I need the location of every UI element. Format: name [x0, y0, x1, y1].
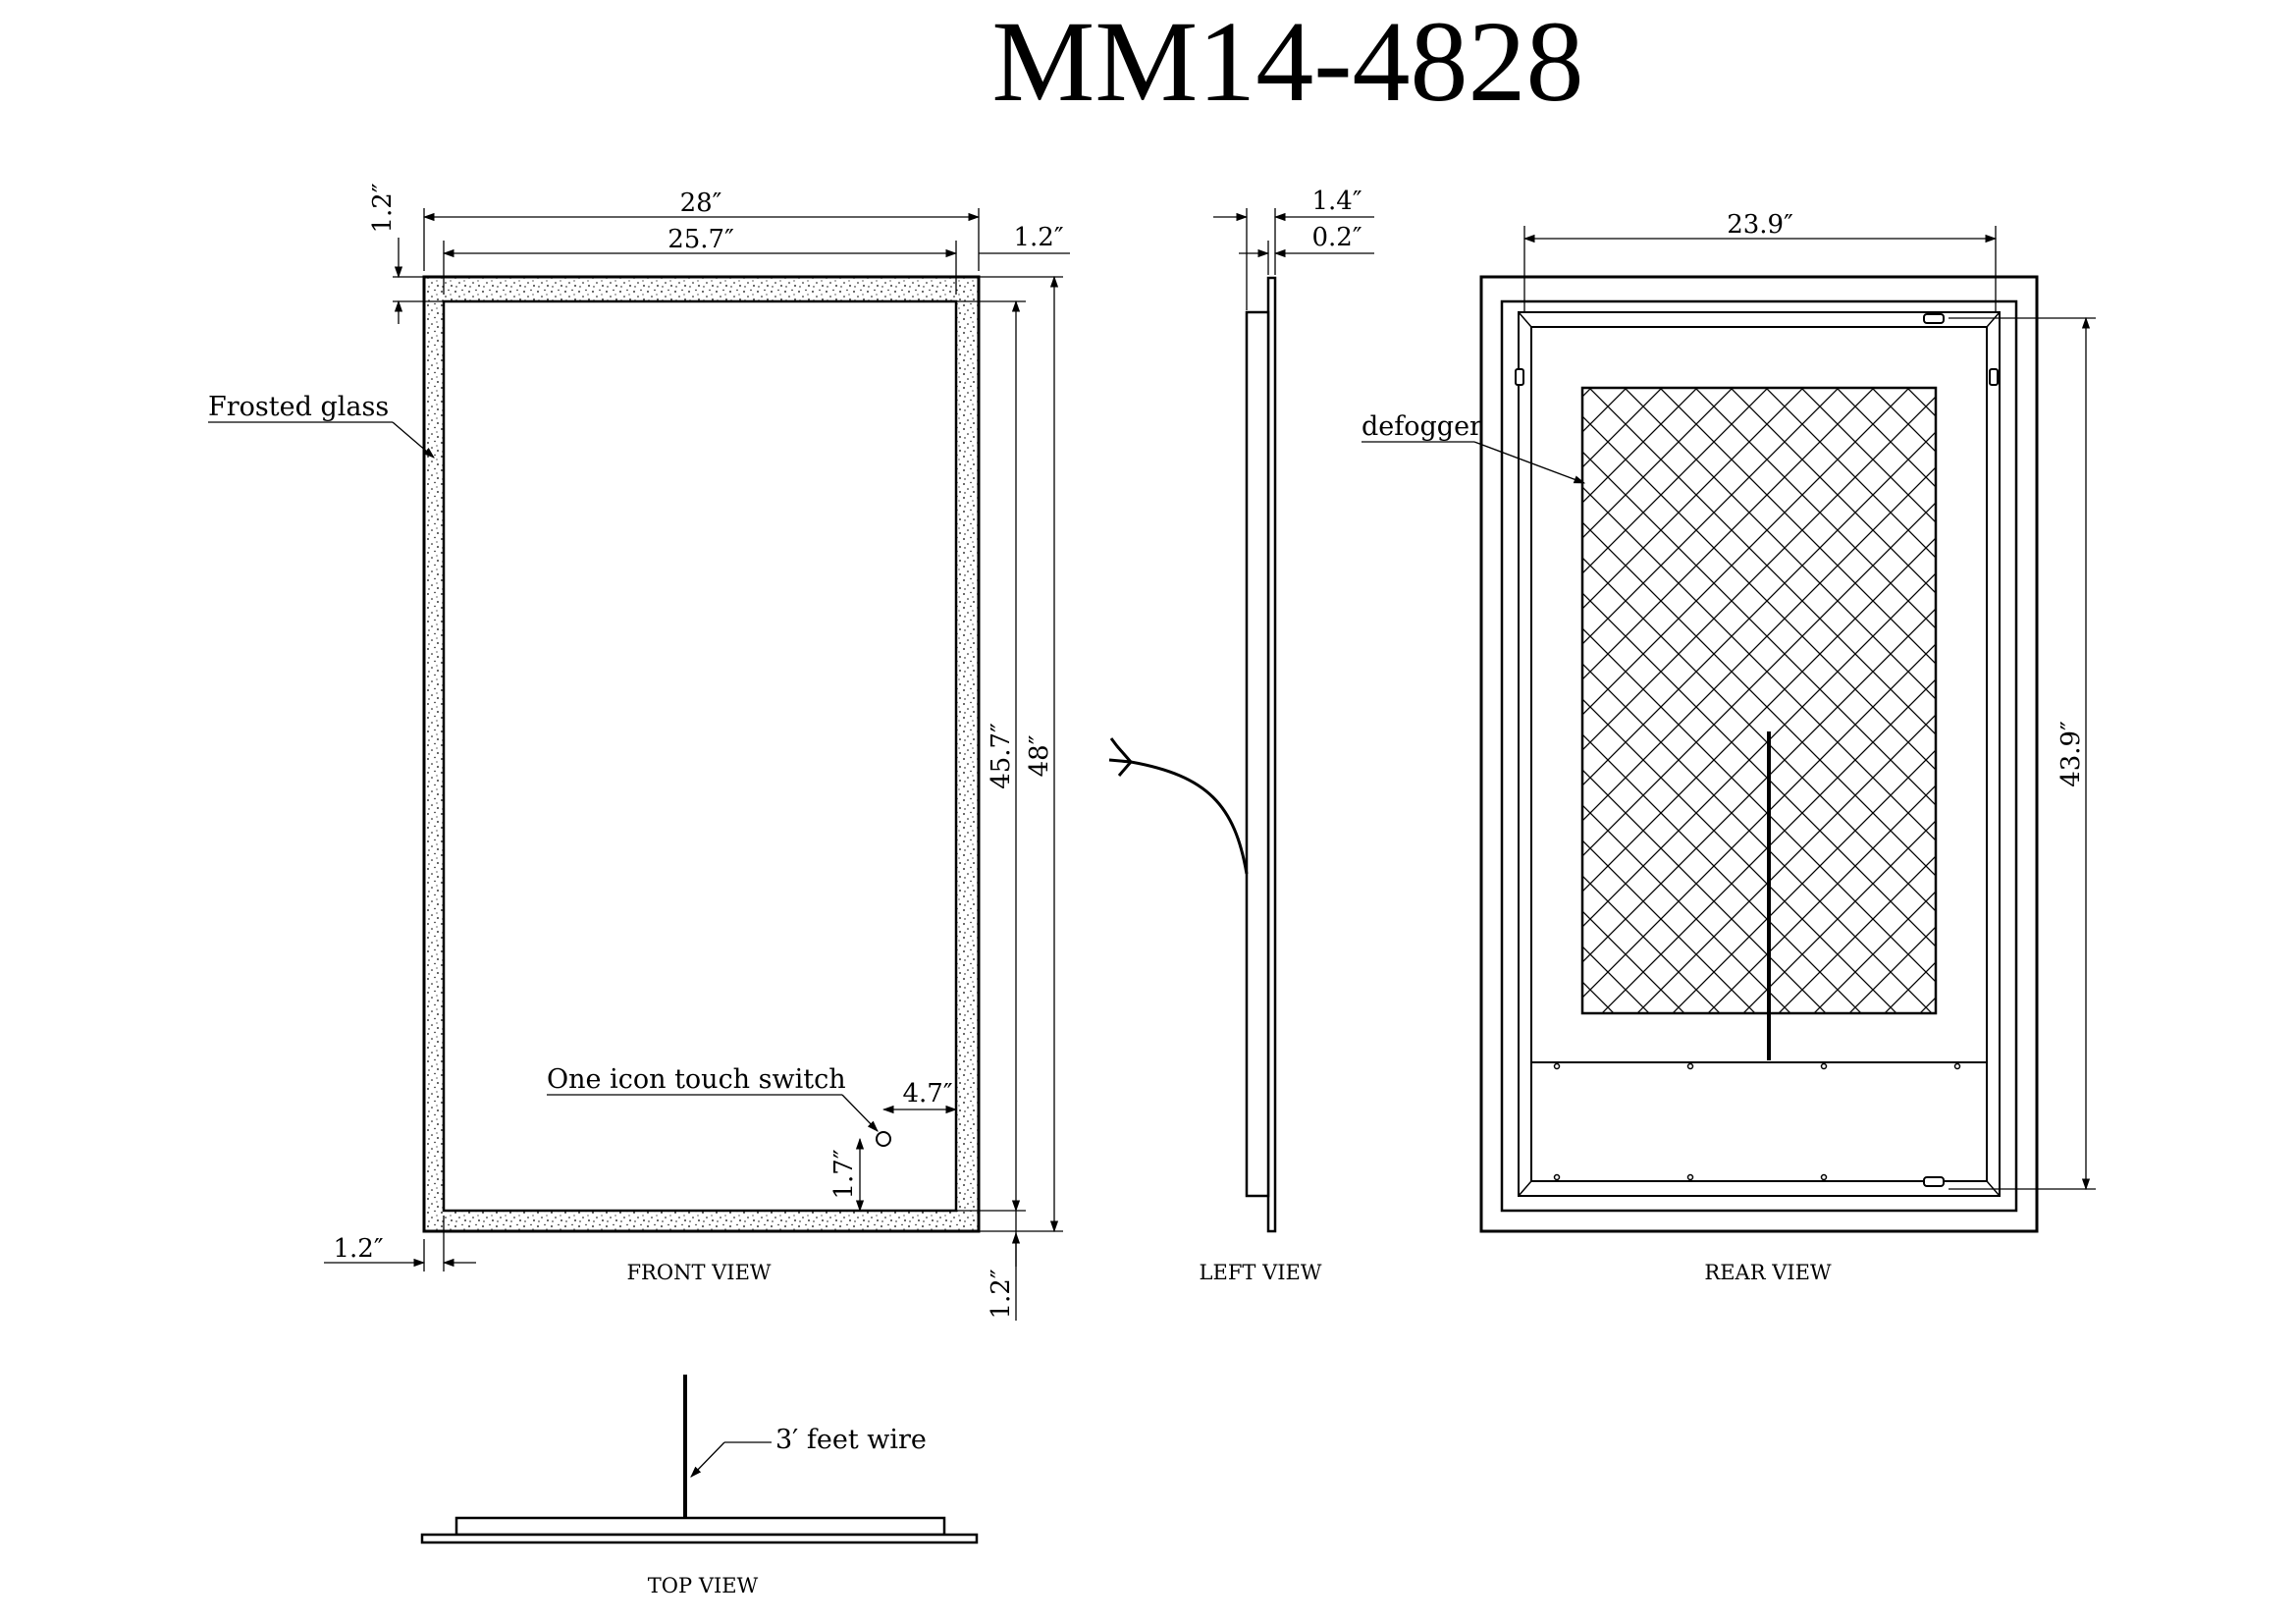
- clip-icon: [1515, 368, 1524, 386]
- front-view-caption: FRONT VIEW: [626, 1261, 771, 1284]
- dim-left-border: 1.2″: [333, 1234, 383, 1264]
- dim-bottom-border: 1.2″: [987, 1269, 1016, 1319]
- left-view: 1.4″ 0.2″ LEFT VIEW: [1108, 187, 1374, 1284]
- hook-icon: [1923, 313, 1945, 324]
- dim-top-border: 1.2″: [368, 183, 398, 233]
- screw-icon: [1820, 1173, 1828, 1181]
- top-view: 3′ feet wire TOP VIEW: [420, 1375, 979, 1597]
- touch-switch-label: One icon touch switch: [547, 1064, 846, 1095]
- front-view: 28″ 25.7″ 1.2″ 1.2″ 45.7″ 48″ 1.2″ 1: [208, 183, 1070, 1321]
- mirror-glass: [442, 299, 958, 1213]
- screw-icon: [1553, 1062, 1561, 1070]
- dim-right-border: 1.2″: [1013, 223, 1063, 252]
- top-frame: [454, 1516, 946, 1537]
- rear-view-caption: REAR VIEW: [1704, 1261, 1832, 1284]
- defogger-label: defogger: [1362, 411, 1482, 442]
- rear-view: 23.9″ 43.9″ defogger REAR VIEW: [1362, 210, 2096, 1284]
- power-cord: [1130, 760, 1249, 875]
- hook-icon: [1923, 1176, 1945, 1187]
- dim-overall-height: 48″: [1025, 734, 1054, 777]
- dim-switch-offset-y: 1.7″: [829, 1149, 859, 1199]
- dim-inner-height: 45.7″: [987, 723, 1016, 789]
- frosted-glass-label: Frosted glass: [208, 392, 389, 422]
- screw-icon: [1953, 1062, 1961, 1070]
- dim-inner-width: 25.7″: [667, 225, 734, 254]
- top-view-caption: TOP VIEW: [648, 1574, 759, 1597]
- dim-depth: 1.4″: [1311, 187, 1362, 216]
- screw-icon: [1553, 1173, 1561, 1181]
- screw-icon: [1686, 1062, 1694, 1070]
- wire-label: 3′ feet wire: [775, 1425, 927, 1455]
- screw-icon: [1820, 1062, 1828, 1070]
- left-view-caption: LEFT VIEW: [1200, 1261, 1322, 1284]
- lower-panel: [1530, 1061, 1988, 1182]
- drawing-title: MM14-4828: [991, 0, 1583, 126]
- frame-profile: [1245, 310, 1270, 1198]
- dim-overall-width: 28″: [680, 189, 722, 218]
- dim-glass: 0.2″: [1311, 223, 1362, 252]
- dim-switch-offset-x: 4.7″: [902, 1079, 952, 1109]
- dim-rear-height: 43.9″: [2056, 721, 2086, 787]
- touch-switch-icon: [876, 1131, 891, 1147]
- cord-end-icon: [1108, 737, 1133, 777]
- clip-icon: [1989, 368, 1999, 386]
- dim-rear-width: 23.9″: [1727, 210, 1793, 240]
- defogger-pad: [1580, 386, 1938, 1015]
- top-glass: [420, 1533, 979, 1544]
- screw-icon: [1686, 1173, 1694, 1181]
